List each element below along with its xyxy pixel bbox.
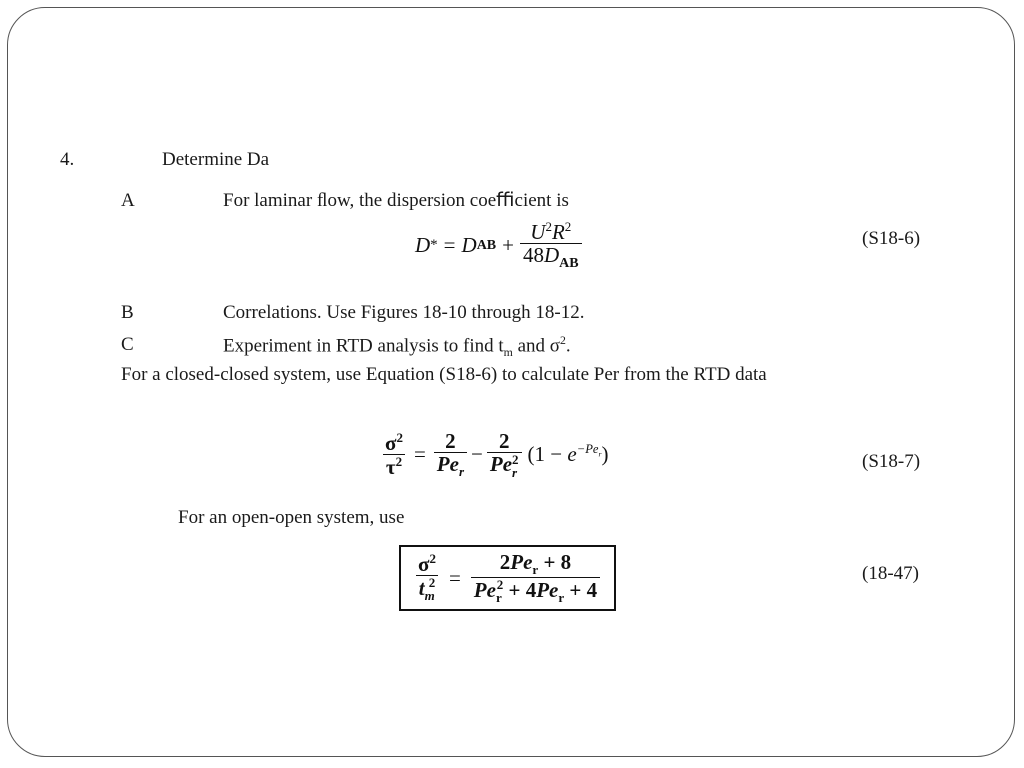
closed-closed-text: For a closed-closed system, use Equation… [121, 364, 767, 385]
item-a-letter: A [121, 190, 135, 211]
item-c-sup-2: 2 [560, 334, 566, 347]
item-c-text: Experiment in RTD analysis to find tm an… [223, 335, 571, 359]
item-c-text-and: and σ [512, 335, 560, 357]
item-a-text: For laminar ﬂow, the dispersion coeﬃcien… [223, 190, 569, 211]
open-open-text: For an open-open system, use [178, 507, 405, 528]
slide-frame [7, 7, 1015, 757]
item-number: 4. [60, 149, 75, 170]
item-heading: Determine Da [162, 149, 270, 170]
item-c-sub-m: m [503, 346, 513, 360]
equation-label-18-47: (18-47) [862, 563, 919, 584]
equation-label-s18-7: (S18-7) [862, 451, 921, 472]
equation-label-s18-6: (S18-6) [862, 228, 921, 249]
item-c-text-end: . [565, 335, 571, 357]
item-c-letter: C [121, 334, 134, 355]
item-c-text-before: Experiment in RTD analysis to find t [223, 335, 504, 357]
item-b-letter: B [121, 302, 134, 323]
item-b-text: Correlations. Use Figures 18-10 through … [223, 302, 585, 323]
equation-open-open-boxed: σ2 tm2 = 2Per + 8 Per2 + 4Per + 4 [399, 545, 617, 612]
